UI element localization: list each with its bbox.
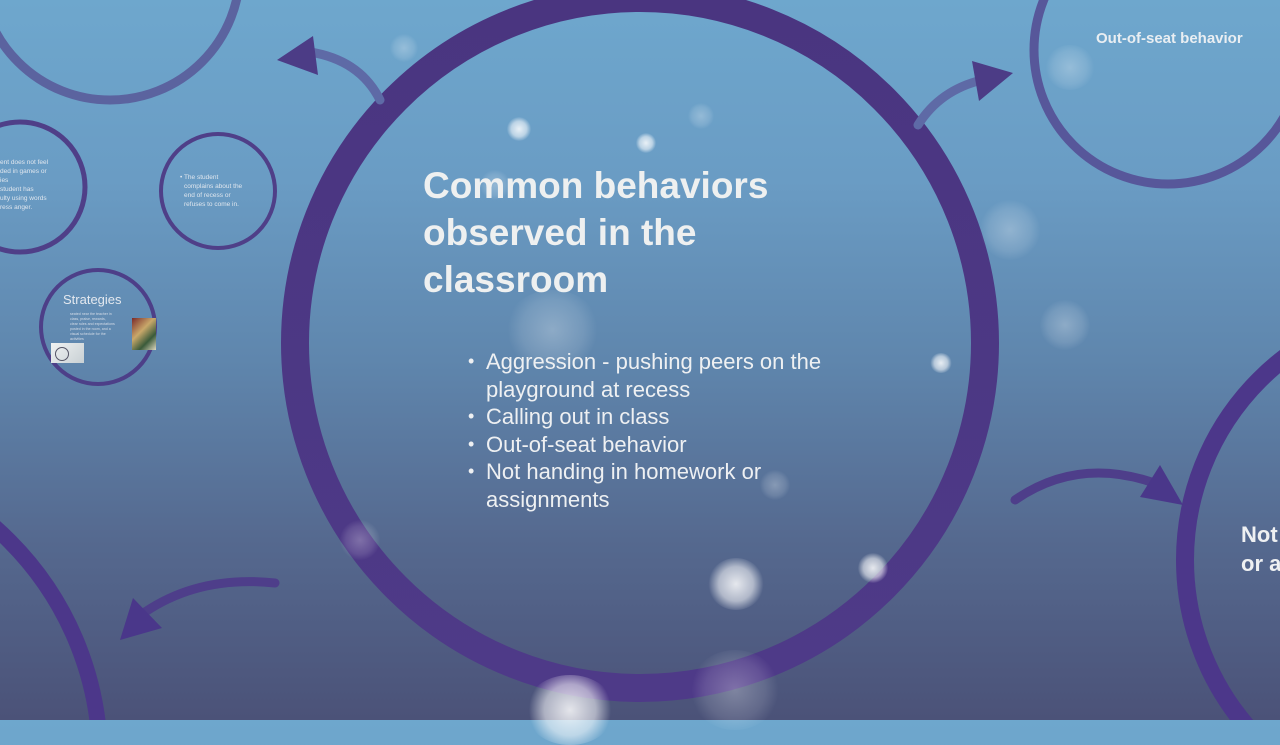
bokeh-light xyxy=(930,353,952,373)
bottom-right-frame-ring xyxy=(1176,350,1280,720)
left-frame-text[interactable]: ent does not feel ded in games or ies st… xyxy=(0,158,80,212)
arrow-top-left-icon xyxy=(277,36,385,105)
top-right-frame-title[interactable]: Out-of-seat behavior xyxy=(1096,30,1243,47)
strategies-line: seated near the teacher in xyxy=(70,312,112,316)
bokeh-light xyxy=(636,133,656,153)
top-left-frame-ring xyxy=(0,0,242,105)
recess-frame-text[interactable]: • The student complains about the end of… xyxy=(180,173,260,209)
bullet-item: Aggression - pushing peers on the playgr… xyxy=(466,348,846,403)
recess-frame-line: • The student xyxy=(180,174,219,181)
bokeh-light xyxy=(708,558,764,610)
background-canvas xyxy=(0,0,1280,720)
bullet-item: Calling out in class xyxy=(466,403,846,431)
strategies-line: visual schedule for the xyxy=(70,332,106,336)
strategies-thumbnail-photo xyxy=(132,318,156,350)
left-frame-line: ent does not feel xyxy=(0,159,49,166)
bokeh-light xyxy=(980,200,1040,260)
arrow-bottom-right-icon xyxy=(1010,465,1183,505)
strategies-line: posted in the room, and a xyxy=(70,327,111,331)
bokeh-light xyxy=(340,520,380,560)
main-frame-title: Common behaviors observed in the classro… xyxy=(423,165,769,300)
recess-frame-line: refuses to come in. xyxy=(184,201,239,208)
bokeh-light xyxy=(507,117,531,141)
bottom-right-title-line: Not xyxy=(1241,522,1278,547)
main-frame-bullet-list: Aggression - pushing peers on the playgr… xyxy=(466,348,846,513)
main-frame-ring xyxy=(281,0,999,702)
left-frame-line: ded in games or xyxy=(0,168,47,175)
top-right-frame-ring xyxy=(1029,0,1280,189)
left-frame-line: student has xyxy=(0,186,34,193)
bokeh-light xyxy=(690,650,780,730)
bokeh-light xyxy=(525,675,615,745)
strategies-frame-title[interactable]: Strategies xyxy=(63,292,122,307)
bokeh-light xyxy=(390,34,418,62)
recess-frame-line: end of recess or xyxy=(184,192,231,199)
arrow-top-right-icon xyxy=(913,61,1013,130)
strategies-frame-text: seated near the teacher in class, praise… xyxy=(70,312,128,342)
recess-frame-ring xyxy=(159,132,277,250)
strategies-line: activities xyxy=(70,337,84,341)
bokeh-light xyxy=(480,170,510,200)
strategies-line: class, praise, rewards, xyxy=(70,317,106,321)
strategies-line: clear rules and expectations xyxy=(70,322,115,326)
arrow-bottom-left-icon xyxy=(120,577,280,640)
left-frame-line: ulty using words xyxy=(0,195,47,202)
bokeh-light xyxy=(688,103,714,129)
bottom-right-title-line: or a xyxy=(1241,551,1280,576)
left-frame-line: ress anger. xyxy=(0,204,33,211)
bullet-item: Out-of-seat behavior xyxy=(466,431,846,459)
bullet-item: Not handing in homework or assignments xyxy=(466,458,846,513)
left-frame-ring xyxy=(0,119,88,255)
strategies-thumbnail-clock xyxy=(51,343,84,363)
bokeh-light xyxy=(858,553,888,583)
recess-frame-line: complains about the xyxy=(184,183,243,190)
bokeh-light xyxy=(1040,300,1090,350)
left-frame-line: ies xyxy=(0,177,9,184)
bokeh-light xyxy=(1045,45,1095,90)
bottom-right-frame-title[interactable]: Not or a xyxy=(1241,520,1280,578)
clock-icon xyxy=(55,347,69,361)
